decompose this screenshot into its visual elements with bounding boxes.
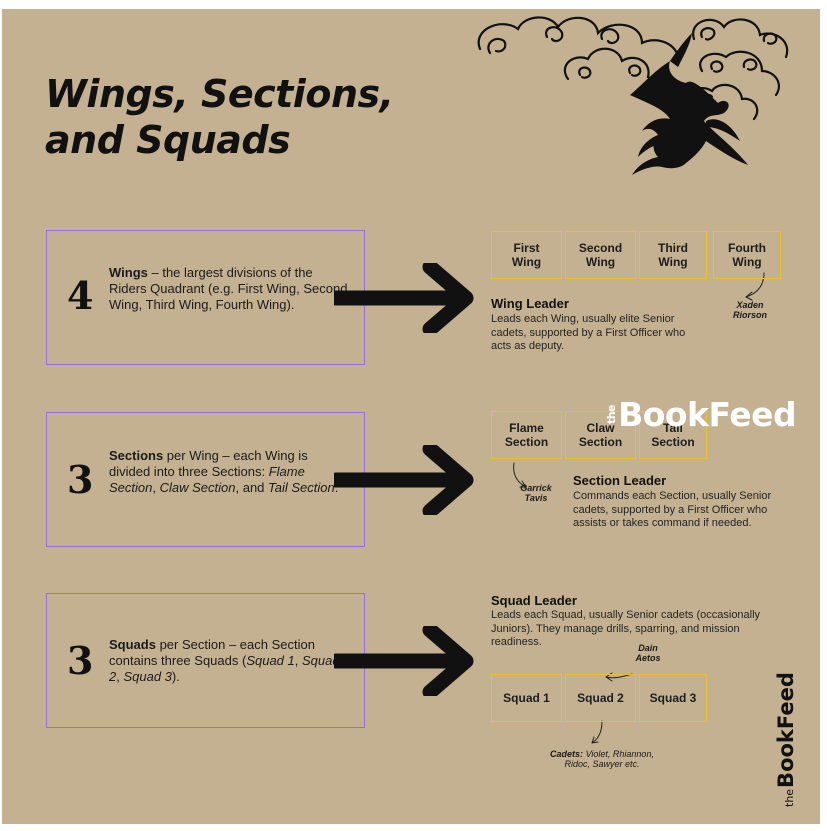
unit-squad-2: Squad 2 (565, 674, 636, 722)
sections-text: , and (235, 480, 269, 495)
squads-text: , (294, 653, 302, 668)
page-title: Wings, Sections, and Squads (45, 71, 394, 163)
section-leader-description: Commands each Section, usually Senior ca… (573, 490, 772, 529)
squads-info-box: 3 Squads per Section – each Section cont… (46, 593, 365, 728)
brand-logo: theBookFeed (774, 672, 798, 807)
squads-name: Squad 2 (109, 653, 340, 684)
logo-the: the (783, 788, 796, 807)
sections-name: Tail Section (268, 480, 335, 495)
unit-label: Wing (585, 255, 616, 269)
cadets-names: Violet, Rhiannon, Ridoc, Sawyer etc. (564, 749, 654, 769)
sections-count: 3 (67, 457, 94, 502)
unit-label: Section (504, 435, 549, 449)
title-line: and Squads (45, 118, 291, 162)
unit-label: Section (651, 435, 695, 449)
title-line: Wings, Sections, (45, 72, 394, 116)
sections-name: Claw Section (159, 480, 236, 495)
arrow-right-icon (334, 263, 474, 333)
squad-leader-note: Dain Aetos (635, 643, 661, 663)
wings-term: Wings (109, 265, 148, 280)
unit-label: Section (578, 435, 623, 449)
watermark-name: BookFeed (618, 395, 797, 434)
unit-squad-1: Squad 1 (491, 674, 562, 722)
decoration-layer (477, 16, 789, 744)
watermark-the: the (605, 404, 619, 425)
section-leader-note: Garrick Tavis (520, 483, 552, 503)
squads-description: Squads per Section – each Section contai… (109, 637, 354, 685)
section-leader-title: Section Leader (573, 473, 667, 488)
unit-label: Wing (658, 255, 688, 269)
unit-label: Tail (663, 421, 683, 435)
unit-label: Wing (511, 255, 542, 269)
unit-label: First (513, 241, 540, 255)
unit-label: Fourth (728, 241, 766, 255)
arrow-right-icon (334, 626, 474, 696)
squads-text: per Section – each Section contains thre… (109, 637, 315, 668)
wing-leader-title: Wing Leader (491, 296, 569, 311)
unit-label: Claw (586, 421, 615, 435)
squads-name: Squad 1 (246, 653, 295, 668)
arrow-right-icon (334, 445, 474, 515)
sections-name: Flame Section (109, 464, 305, 495)
sections-text: , (152, 480, 160, 495)
squad-leader-title: Squad Leader (491, 593, 577, 608)
cloud-swirl-icon (477, 16, 789, 121)
unit-squad-3: Squad 3 (639, 674, 707, 722)
wing-leader-note: Xaden Riorson (732, 300, 767, 320)
wings-count: 4 (67, 273, 94, 318)
wing-leader-description: Leads each Wing, usually elite Senior ca… (491, 313, 686, 352)
dragon-icon (630, 33, 748, 175)
squads-text: ). (171, 669, 180, 684)
unit-label: Third (658, 241, 688, 255)
squads-name: Squad 3 (123, 669, 172, 684)
logo-name: BookFeed (774, 672, 798, 788)
watermark: theBookFeed (602, 395, 797, 434)
squads-term: Squads (109, 637, 156, 652)
sections-info-box: 3 Sections per Wing – each Wing is divid… (46, 412, 365, 547)
unit-label: Second (578, 241, 623, 255)
wings-description: Wings – the largest divisions of the Rid… (109, 265, 349, 313)
wings-info-box: 4 Wings – the largest divisions of the R… (46, 230, 365, 365)
infographic: Wings, Sections, and Squads 4 Wings – th… (2, 9, 820, 824)
cadets-note: Cadets: Violet, Rhiannon, Ridoc, Sawyer … (522, 749, 682, 769)
sections-text: per Wing – each Wing is divided into thr… (109, 448, 308, 479)
unit-label: Flame (509, 421, 544, 435)
unit-label: Wing (732, 255, 762, 269)
wings-text: – the largest divisions of the Riders Qu… (109, 265, 348, 312)
squad-leader-description: Leads each Squad, usually Senior cadets … (491, 609, 761, 648)
squads-text: , (116, 669, 124, 684)
sections-term: Sections (109, 448, 164, 463)
sections-description: Sections per Wing – each Wing is divided… (109, 448, 349, 496)
squads-count: 3 (67, 638, 94, 683)
cadets-label: Cadets: (550, 749, 584, 759)
